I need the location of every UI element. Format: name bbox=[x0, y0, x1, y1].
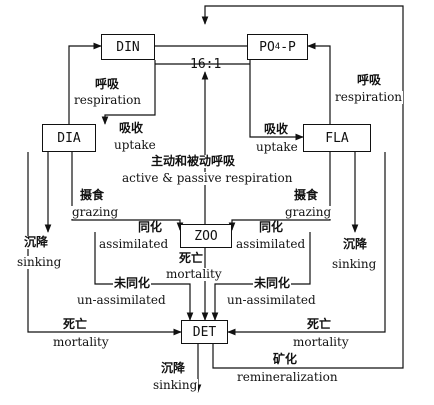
node-din-label: DIN bbox=[116, 39, 140, 55]
resp-right-en: respiration bbox=[334, 90, 404, 104]
active-resp-zh: 主动和被动呼吸 bbox=[150, 154, 237, 168]
unassim-left-zh: 未同化 bbox=[113, 276, 152, 290]
node-dia-label: DIA bbox=[57, 130, 81, 146]
dia-mortality-arrow bbox=[27, 152, 182, 336]
unassim-left-en: un-assimilated bbox=[76, 293, 167, 307]
mort-right-zh: 死亡 bbox=[306, 317, 333, 331]
po4-uptake-fla-arrow bbox=[249, 60, 304, 141]
sink-right-zh: 沉降 bbox=[342, 237, 369, 251]
sink-left-en: sinking bbox=[16, 255, 63, 269]
zoo-mort-zh: 死亡 bbox=[178, 251, 205, 265]
stoichiometry-ratio: 16:1 bbox=[190, 57, 222, 72]
mort-left-zh: 死亡 bbox=[62, 317, 89, 331]
assim-left-en: assimilated bbox=[98, 237, 170, 251]
remin-en: remineralization bbox=[236, 370, 339, 384]
grazing-left-zh: 摄食 bbox=[79, 188, 106, 202]
uptake-left-en: uptake bbox=[113, 138, 157, 152]
node-po4-label: PO bbox=[259, 39, 275, 55]
node-po4-suffix: -P bbox=[280, 39, 296, 55]
node-fla: FLA bbox=[303, 124, 371, 152]
resp-left-en: respiration bbox=[73, 93, 143, 107]
fla-respiration-arrow bbox=[307, 42, 331, 124]
uptake-left-zh: 吸收 bbox=[118, 121, 145, 135]
zoo-mort-en: mortality bbox=[165, 267, 223, 281]
node-din: DIN bbox=[101, 34, 155, 60]
node-det-label: DET bbox=[192, 324, 217, 340]
fla-mortality-arrow bbox=[227, 152, 386, 336]
active-resp-en: active & passive respiration bbox=[121, 171, 294, 185]
assim-left-zh: 同化 bbox=[137, 220, 164, 234]
resp-left-zh: 呼吸 bbox=[94, 77, 121, 91]
sink-right-en: sinking bbox=[331, 257, 378, 271]
assim-right-en: assimilated bbox=[235, 237, 307, 251]
node-fla-label: FLA bbox=[325, 130, 349, 146]
node-zoo: ZOO bbox=[180, 224, 232, 248]
mort-left-en: mortality bbox=[52, 335, 110, 349]
mort-right-en: mortality bbox=[292, 335, 350, 349]
grazing-right-en: grazing bbox=[284, 205, 333, 219]
resp-right-zh: 呼吸 bbox=[356, 73, 383, 87]
sink-left-zh: 沉降 bbox=[23, 235, 50, 249]
node-det: DET bbox=[181, 320, 228, 344]
uptake-right-zh: 吸收 bbox=[263, 122, 290, 136]
sink-det-en: sinking bbox=[152, 378, 199, 392]
unassim-right-zh: 未同化 bbox=[253, 276, 292, 290]
assim-right-zh: 同化 bbox=[258, 220, 285, 234]
sink-det-zh: 沉降 bbox=[160, 361, 187, 375]
fla-grazing-arrow bbox=[228, 152, 331, 231]
din-uptake-dia-arrow bbox=[101, 60, 156, 125]
node-zoo-label: ZOO bbox=[194, 228, 218, 244]
unassim-right-en: un-assimilated bbox=[226, 293, 317, 307]
grazing-left-en: grazing bbox=[71, 205, 120, 219]
uptake-right-en: uptake bbox=[255, 140, 299, 154]
remineralization-arrow bbox=[201, 5, 404, 369]
node-po4-subscript: 4 bbox=[274, 42, 281, 52]
remin-zh: 矿化 bbox=[272, 352, 299, 366]
node-dia: DIA bbox=[42, 124, 96, 152]
grazing-right-zh: 摄食 bbox=[293, 188, 320, 202]
dia-respiration-arrow bbox=[68, 42, 102, 124]
